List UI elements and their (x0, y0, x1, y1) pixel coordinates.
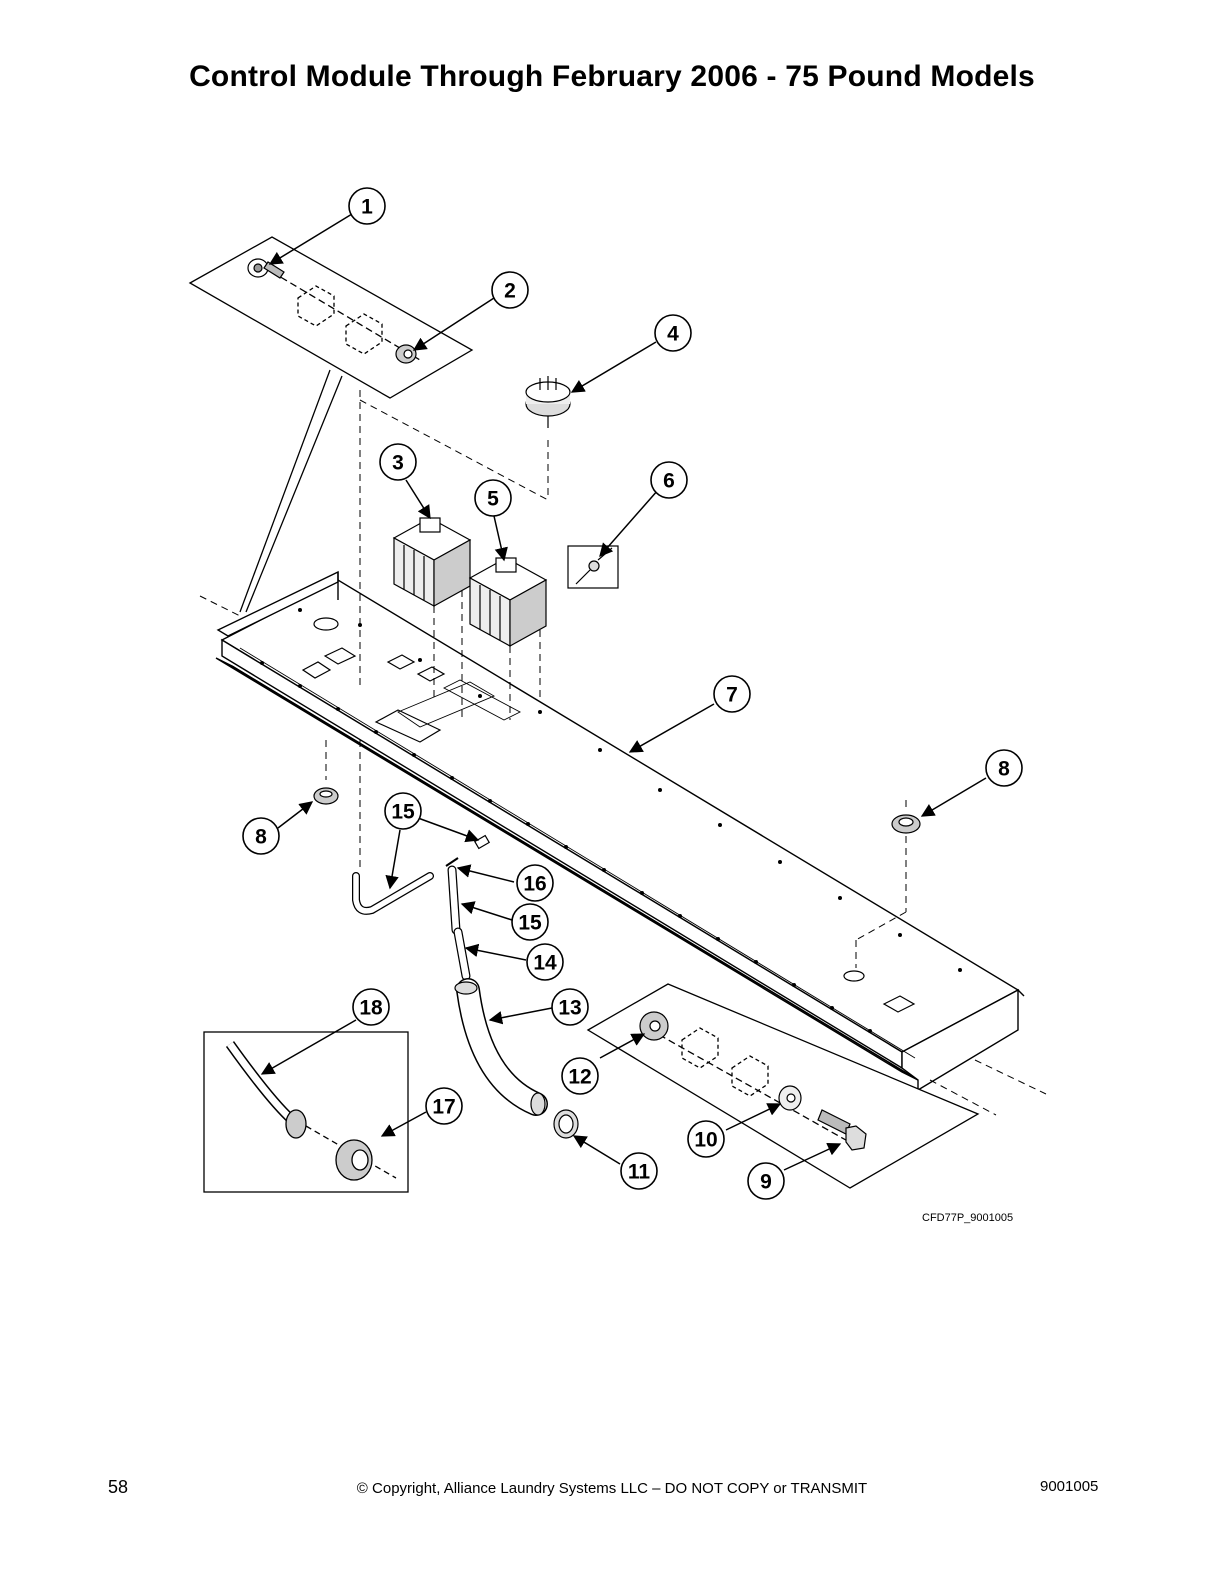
panel-holes (260, 608, 962, 1033)
callout-1: 1 (348, 187, 386, 225)
panel-cutouts (301, 617, 916, 1013)
svg-text:3: 3 (392, 452, 404, 475)
tubing-assembly (352, 834, 548, 1116)
callout-12: 12 (561, 1057, 599, 1095)
fitting-inset (203, 1031, 409, 1193)
svg-text:5: 5 (487, 488, 499, 511)
callout-15-upper: 15 (384, 792, 422, 830)
leader-lines (260, 213, 987, 1171)
svg-text:7: 7 (726, 684, 738, 707)
nut-icon (395, 344, 417, 364)
copyright-notice: © Copyright, Alliance Laundry Systems LL… (356, 1480, 868, 1497)
callout-5: 5 (474, 479, 512, 517)
svg-text:10: 10 (694, 1129, 717, 1152)
callout-3: 3 (379, 443, 417, 481)
callout-8-right: 8 (985, 749, 1023, 787)
callout-11: 11 (620, 1152, 658, 1190)
callout-13: 13 (551, 988, 589, 1026)
svg-text:1: 1 (361, 196, 373, 219)
callout-10: 10 (687, 1120, 725, 1158)
svg-text:15: 15 (518, 912, 542, 935)
svg-text:15: 15 (391, 801, 415, 824)
callout-16: 16 (516, 864, 554, 902)
hose-clamp (553, 1109, 579, 1139)
lock-nut-icon (639, 1011, 669, 1041)
callout-17: 17 (425, 1087, 463, 1125)
callout-4: 4 (654, 314, 692, 352)
callout-14: 14 (526, 943, 564, 981)
callout-8-left: 8 (242, 817, 280, 855)
callout-6: 6 (650, 461, 688, 499)
page-title: Control Module Through February 2006 - 7… (189, 60, 1035, 93)
svg-text:18: 18 (359, 997, 383, 1020)
callout-7: 7 (713, 675, 751, 713)
svg-text:8: 8 (998, 758, 1010, 781)
callout-9: 9 (747, 1162, 785, 1200)
contactor-left (392, 517, 472, 608)
svg-text:9: 9 (760, 1171, 772, 1194)
svg-text:8: 8 (255, 826, 267, 849)
washer-icon (778, 1085, 802, 1111)
pressure-switch (525, 376, 571, 428)
svg-text:6: 6 (663, 470, 675, 493)
suppressor-inset (567, 545, 619, 589)
svg-text:16: 16 (523, 873, 546, 896)
svg-text:12: 12 (568, 1066, 591, 1089)
contactor-right (468, 557, 548, 648)
bolt-icon (817, 1109, 867, 1151)
callouts: 1 2 4 3 6 5 7 8 15 8 16 15 14 13 18 12 1… (242, 187, 1023, 1200)
callout-18: 18 (352, 988, 390, 1026)
svg-text:13: 13 (558, 997, 581, 1020)
grommet-left (313, 787, 339, 805)
alignment-lines (199, 390, 1047, 1116)
svg-text:4: 4 (667, 323, 679, 346)
page-number: 58 (108, 1477, 129, 1497)
fastener-inset-bottom (586, 983, 980, 1189)
svg-text:11: 11 (628, 1161, 651, 1184)
callout-15-lower: 15 (511, 903, 549, 941)
svg-text:17: 17 (432, 1096, 455, 1119)
figure-code: CFD77P_9001005 (922, 1212, 1013, 1224)
control-panel-chassis (215, 570, 1025, 1092)
svg-text:2: 2 (504, 280, 516, 303)
svg-text:14: 14 (533, 952, 557, 975)
document-number: 9001005 (1040, 1478, 1099, 1495)
grommet-right (891, 814, 921, 834)
screw-icon (247, 258, 285, 279)
callout-2: 2 (491, 271, 529, 309)
